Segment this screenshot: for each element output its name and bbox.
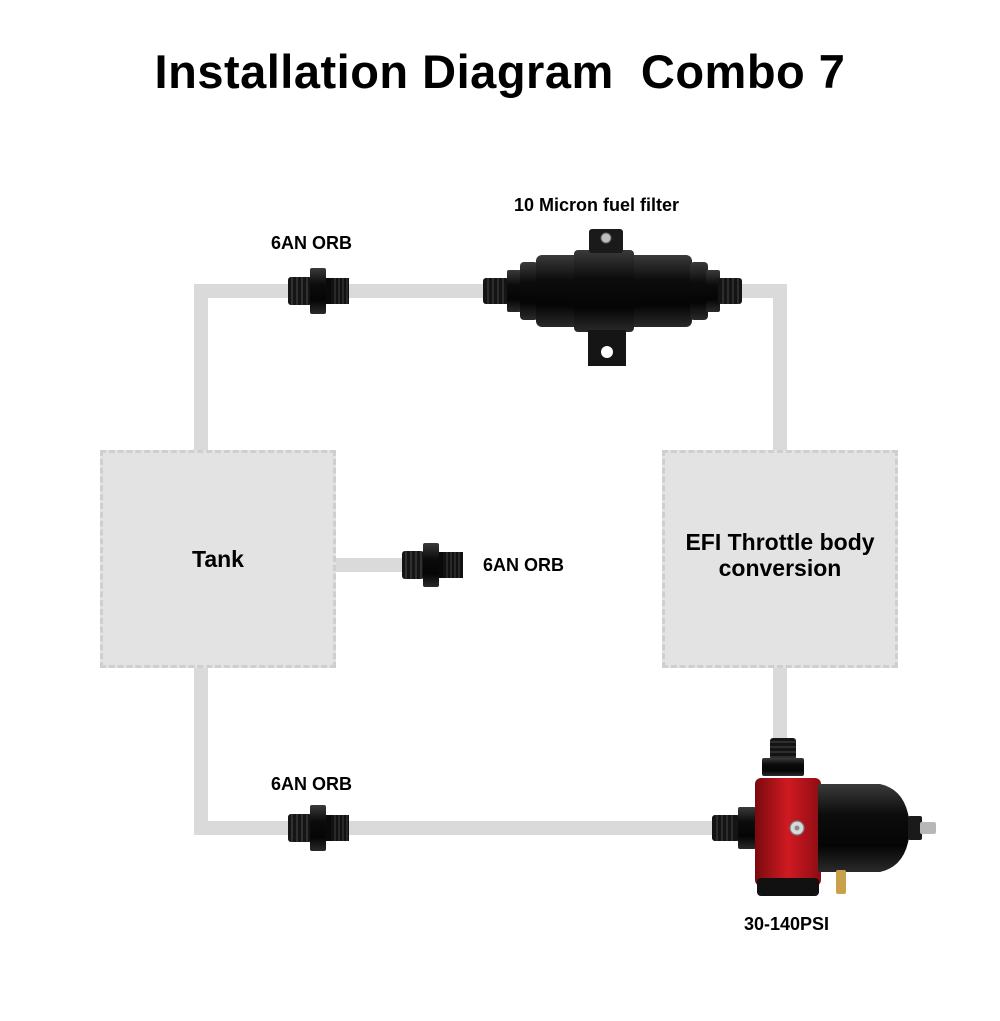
diagram-title: Installation Diagram Combo 7 bbox=[154, 45, 846, 98]
efi-box: EFI Throttle body conversion bbox=[662, 450, 898, 668]
pressure-regulator-icon bbox=[712, 738, 936, 896]
efi-label-line1: EFI Throttle body bbox=[685, 529, 875, 555]
mid-an-fitting bbox=[402, 543, 463, 587]
filter-label: 10 Micron fuel filter bbox=[514, 195, 680, 215]
top-fitting-label: 6AN ORB bbox=[271, 233, 353, 253]
regulator-label: 30-140PSI bbox=[744, 914, 830, 934]
return-line bbox=[194, 665, 730, 835]
bottom-an-fitting bbox=[288, 805, 349, 851]
efi-label-line2: conversion bbox=[718, 555, 842, 581]
bottom-fitting-label: 6AN ORB bbox=[271, 774, 353, 794]
mid-fitting-label: 6AN ORB bbox=[483, 555, 565, 575]
fuel-filter-icon bbox=[483, 229, 742, 366]
efi-label: EFI Throttle body conversion bbox=[685, 529, 874, 581]
top-an-fitting bbox=[288, 268, 349, 314]
tank-box: Tank bbox=[100, 450, 336, 668]
tank-label: Tank bbox=[192, 546, 244, 572]
